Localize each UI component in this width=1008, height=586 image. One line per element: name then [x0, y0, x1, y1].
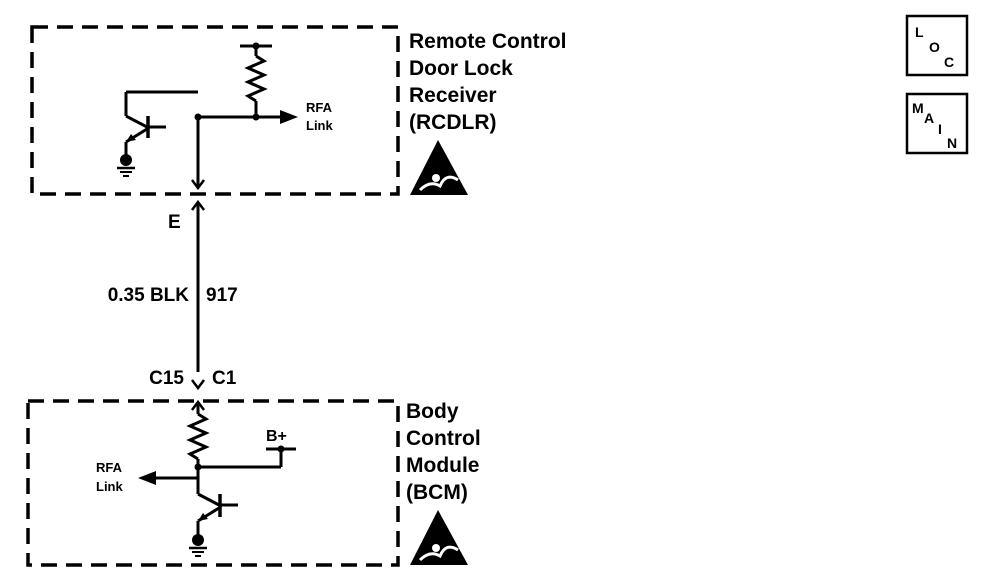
bcm-label-line1: Body	[406, 400, 459, 423]
bcm-boundary	[26, 399, 400, 567]
connector-c15: C15	[149, 368, 184, 389]
resistor-icon	[186, 412, 210, 461]
loc-letter-o: O	[929, 39, 940, 55]
arrow-icon	[138, 471, 156, 485]
arrow-icon	[280, 110, 298, 124]
bcm-rfa-link-line2: Link	[96, 479, 123, 494]
rcdlr-boundary	[30, 25, 400, 196]
wire-circuit: 917	[206, 285, 238, 306]
rcdlr-rfa-link-line1: RFA	[306, 100, 333, 115]
resistor-icon	[244, 54, 268, 103]
connector-c1: C1	[212, 368, 237, 389]
ground-icon	[117, 154, 135, 177]
main-letter-m: M	[912, 100, 924, 116]
main-button[interactable]: M A I N	[905, 92, 969, 155]
bcm-label-line2: Control	[406, 427, 481, 450]
esd-warning-icon	[410, 510, 468, 565]
wire-size-color: 0.35 BLK	[108, 285, 190, 306]
esd-warning-icon	[410, 140, 468, 195]
rcdlr-label-line3: Receiver	[409, 84, 497, 107]
ground-icon	[189, 534, 207, 557]
wire-917: E 0.35 BLK 917 C15 C1	[108, 199, 238, 391]
bcm-rfa-link-line1: RFA	[96, 460, 123, 475]
rcdlr-label-line4: (RCDLR)	[409, 111, 496, 134]
bcm-label-line3: Module	[406, 454, 480, 477]
loc-letter-c: C	[944, 54, 954, 70]
transistor-icon	[124, 90, 198, 156]
bcm-module: B+ RFA Link Body Control Module (BCM)	[26, 399, 481, 567]
rcdlr-module: RFA Link Remote Control Door Lock Receiv…	[30, 25, 567, 196]
loc-button[interactable]: L O C	[905, 14, 969, 77]
bcm-label-line4: (BCM)	[406, 481, 468, 504]
main-letter-n: N	[947, 135, 957, 151]
rcdlr-rfa-link-line2: Link	[306, 118, 333, 133]
bcm-supply-label: B+	[266, 428, 287, 445]
connector-e: E	[168, 212, 181, 233]
rcdlr-label-line2: Door Lock	[409, 57, 513, 80]
main-letter-a: A	[924, 110, 934, 126]
transistor-icon	[196, 478, 238, 536]
loc-letter-l: L	[915, 24, 924, 40]
main-letter-i: I	[938, 121, 942, 137]
rcdlr-label-line1: Remote Control	[409, 30, 567, 53]
